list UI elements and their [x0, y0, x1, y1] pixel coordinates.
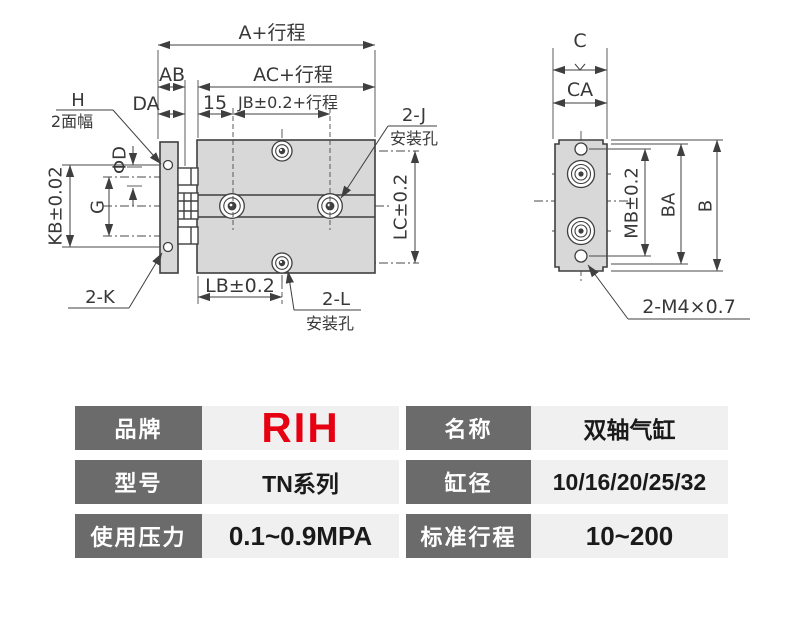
spec-header-model: 型号 — [75, 460, 202, 504]
table-gap — [399, 406, 406, 450]
spec-value-brand: RIH — [202, 404, 399, 451]
label-2l: 2-L — [322, 289, 350, 310]
dim-label-lc: LC±0.2 — [390, 174, 411, 240]
leader-lines-side — [587, 264, 750, 320]
spec-value-pressure: 0.1~0.9MPA — [202, 514, 399, 558]
dim-label-lb: LB±0.2 — [205, 275, 275, 297]
thread-hole-top — [574, 142, 588, 156]
screw-top — [271, 140, 293, 162]
piston-rod-bottom — [177, 226, 199, 245]
extension-lines — [62, 50, 376, 304]
label-h: H — [71, 90, 85, 111]
plate-hole-bottom — [162, 241, 174, 253]
screw-bottom — [271, 252, 293, 274]
label-2-flats: 2面幅 — [51, 112, 93, 131]
table-gap — [399, 514, 406, 558]
dim-label-c: C — [573, 30, 586, 52]
dim-label-ab: AB — [159, 64, 185, 86]
dim-label-ac-stroke: AC+行程 — [253, 64, 333, 86]
rod-nut — [177, 192, 199, 220]
leader-lines — [56, 109, 437, 311]
technical-drawing: A+行程 AB AC+行程 DA 15 JB±0.2+行程 H 2面幅 ΦD K… — [45, 22, 750, 333]
rod-boss-top — [566, 159, 596, 189]
spec-table: 品牌 RIH 名称 双轴气缸 型号 TN系列 缸径 10/16/20/25/32… — [75, 404, 728, 558]
spec-value-name: 双轴气缸 — [531, 406, 728, 450]
plate-hole-top — [162, 159, 174, 171]
spec-header-bore: 缸径 — [406, 460, 531, 504]
rod-boss-bottom — [566, 216, 596, 246]
spec-header-stroke: 标准行程 — [406, 514, 531, 558]
spec-value-stroke: 10~200 — [531, 514, 728, 558]
dim-label-phi-d: ΦD — [109, 146, 130, 174]
guide-screw-left — [219, 193, 245, 219]
spec-header-pressure: 使用压力 — [75, 514, 202, 558]
dim-label-b: B — [695, 200, 716, 212]
dim-label-a-stroke: A+行程 — [239, 22, 306, 44]
thread-hole-bottom — [574, 249, 588, 263]
spec-value-bore: 10/16/20/25/32 — [531, 460, 728, 504]
dim-label-15: 15 — [203, 92, 227, 114]
dim-label-da: DA — [132, 93, 159, 115]
label-2j: 2-J — [402, 105, 426, 126]
spec-value-model: TN系列 — [202, 460, 399, 504]
label-thread-spec: 2-M4×0.7 — [642, 296, 736, 318]
label-2j-mount-hole: 安装孔 — [390, 129, 438, 148]
dim-label-jb: JB±0.2+行程 — [237, 93, 338, 112]
piston-rod-top — [177, 167, 199, 186]
spec-header-brand: 品牌 — [75, 406, 202, 450]
dim-label-g: G — [87, 200, 108, 214]
side-view: C CA MB±0.2 BA B 2-M4×0.7 — [534, 30, 750, 320]
front-view: A+行程 AB AC+行程 DA 15 JB±0.2+行程 H 2面幅 ΦD K… — [45, 22, 438, 333]
dim-label-kb: KB±0.02 — [45, 166, 66, 245]
label-2l-mount-hole: 安装孔 — [306, 314, 354, 333]
extension-lines-side — [552, 48, 723, 272]
dimension-lines-side — [552, 63, 722, 272]
dim-label-mb: MB±0.2 — [621, 167, 642, 239]
spec-header-name: 名称 — [406, 406, 531, 450]
dim-label-ca: CA — [567, 79, 593, 101]
table-gap — [399, 460, 406, 504]
label-2k: 2-K — [85, 287, 116, 308]
dimension-lines — [65, 40, 420, 302]
dim-label-ba: BA — [658, 192, 679, 217]
